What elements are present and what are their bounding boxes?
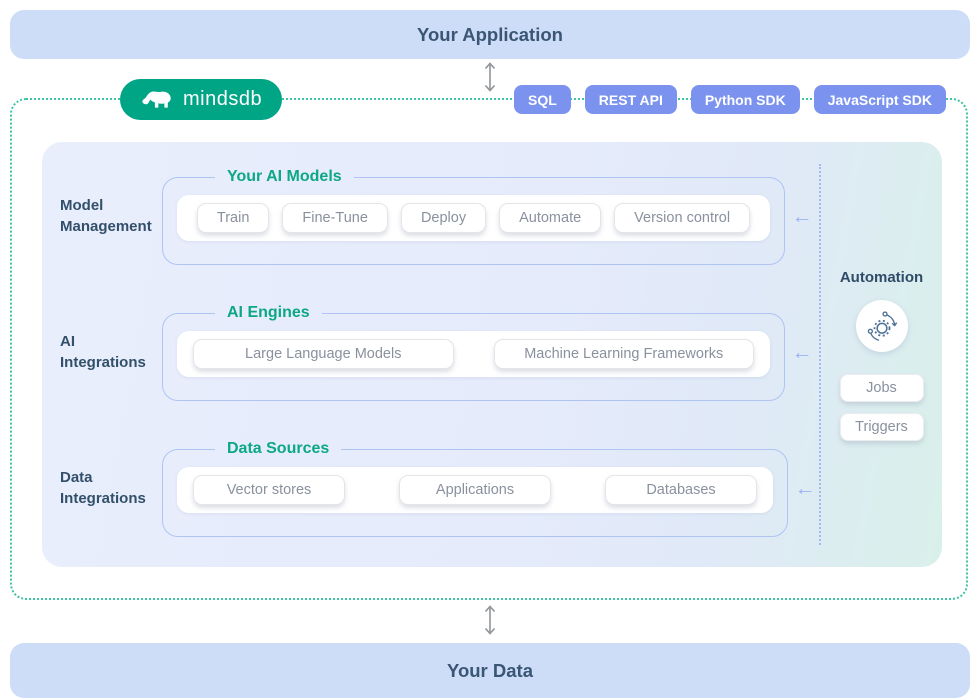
automation-title: Automation	[840, 269, 923, 286]
triggers-pill: Triggers	[840, 413, 924, 441]
group-title-your-ai-models: Your AI Models	[215, 168, 354, 186]
row-data-integrations: Data Integrations Data Sources Vector st…	[60, 440, 819, 537]
badge-javascript-sdk: JavaScript SDK	[814, 85, 946, 114]
badge-python-sdk: Python SDK	[691, 85, 800, 114]
ai-engines-bar: Large Language Models Machine Learning F…	[177, 331, 770, 377]
mindsdb-logo: mindsdb	[120, 79, 282, 120]
your-application-bar: Your Application	[10, 10, 970, 59]
row-label-ai-integrations: AI Integrations	[60, 332, 162, 373]
group-data-sources: Data Sources Vector stores Applications …	[162, 440, 788, 537]
chip-machine-learning-frameworks: Machine Learning Frameworks	[494, 339, 755, 369]
automation-column: Automation Jobs Triggers	[821, 142, 942, 567]
row-model-management: Model Management Your AI Models Train Fi…	[60, 168, 819, 265]
your-data-bar: Your Data	[10, 643, 970, 698]
automation-gear-icon	[864, 308, 900, 344]
your-data-label: Your Data	[447, 660, 533, 682]
api-badges: SQL REST API Python SDK JavaScript SDK	[514, 85, 946, 114]
chip-large-language-models: Large Language Models	[193, 339, 454, 369]
chip-applications: Applications	[399, 475, 551, 505]
chip-train: Train	[197, 203, 270, 233]
badge-rest-api: REST API	[585, 85, 677, 114]
row-label-data-integrations: Data Integrations	[60, 468, 162, 509]
chip-databases: Databases	[605, 475, 757, 505]
row-ai-integrations: AI Integrations AI Engines Large Languag…	[60, 304, 819, 401]
platform-panel: Model Management Your AI Models Train Fi…	[42, 142, 942, 567]
row-label-model-management: Model Management	[60, 196, 162, 237]
mindsdb-bear-icon	[140, 88, 174, 111]
chip-fine-tune: Fine-Tune	[282, 203, 388, 233]
group-ai-engines: AI Engines Large Language Models Machine…	[162, 304, 785, 401]
badge-sql: SQL	[514, 85, 571, 114]
mindsdb-platform-container: mindsdb SQL REST API Python SDK JavaScri…	[10, 98, 968, 600]
bottom-flow-arrow-icon	[482, 603, 498, 637]
chip-vector-stores: Vector stores	[193, 475, 345, 505]
mindsdb-logo-label: mindsdb	[183, 88, 262, 111]
chip-deploy: Deploy	[401, 203, 486, 233]
left-arrow-icon: ←	[785, 341, 819, 365]
top-flow-arrow-icon	[482, 60, 498, 94]
data-sources-bar: Vector stores Applications Databases	[177, 467, 773, 513]
your-application-label: Your Application	[417, 24, 563, 46]
your-ai-models-bar: Train Fine-Tune Deploy Automate Version …	[177, 195, 770, 241]
group-title-data-sources: Data Sources	[215, 440, 341, 458]
group-title-ai-engines: AI Engines	[215, 304, 322, 322]
jobs-pill: Jobs	[840, 374, 924, 402]
chip-automate: Automate	[499, 203, 601, 233]
integration-rows: Model Management Your AI Models Train Fi…	[42, 142, 819, 567]
chip-version-control: Version control	[614, 203, 750, 233]
left-arrow-icon: ←	[788, 477, 822, 501]
group-your-ai-models: Your AI Models Train Fine-Tune Deploy Au…	[162, 168, 785, 265]
left-arrow-icon: ←	[785, 205, 819, 229]
automation-icon-circle	[856, 300, 908, 352]
